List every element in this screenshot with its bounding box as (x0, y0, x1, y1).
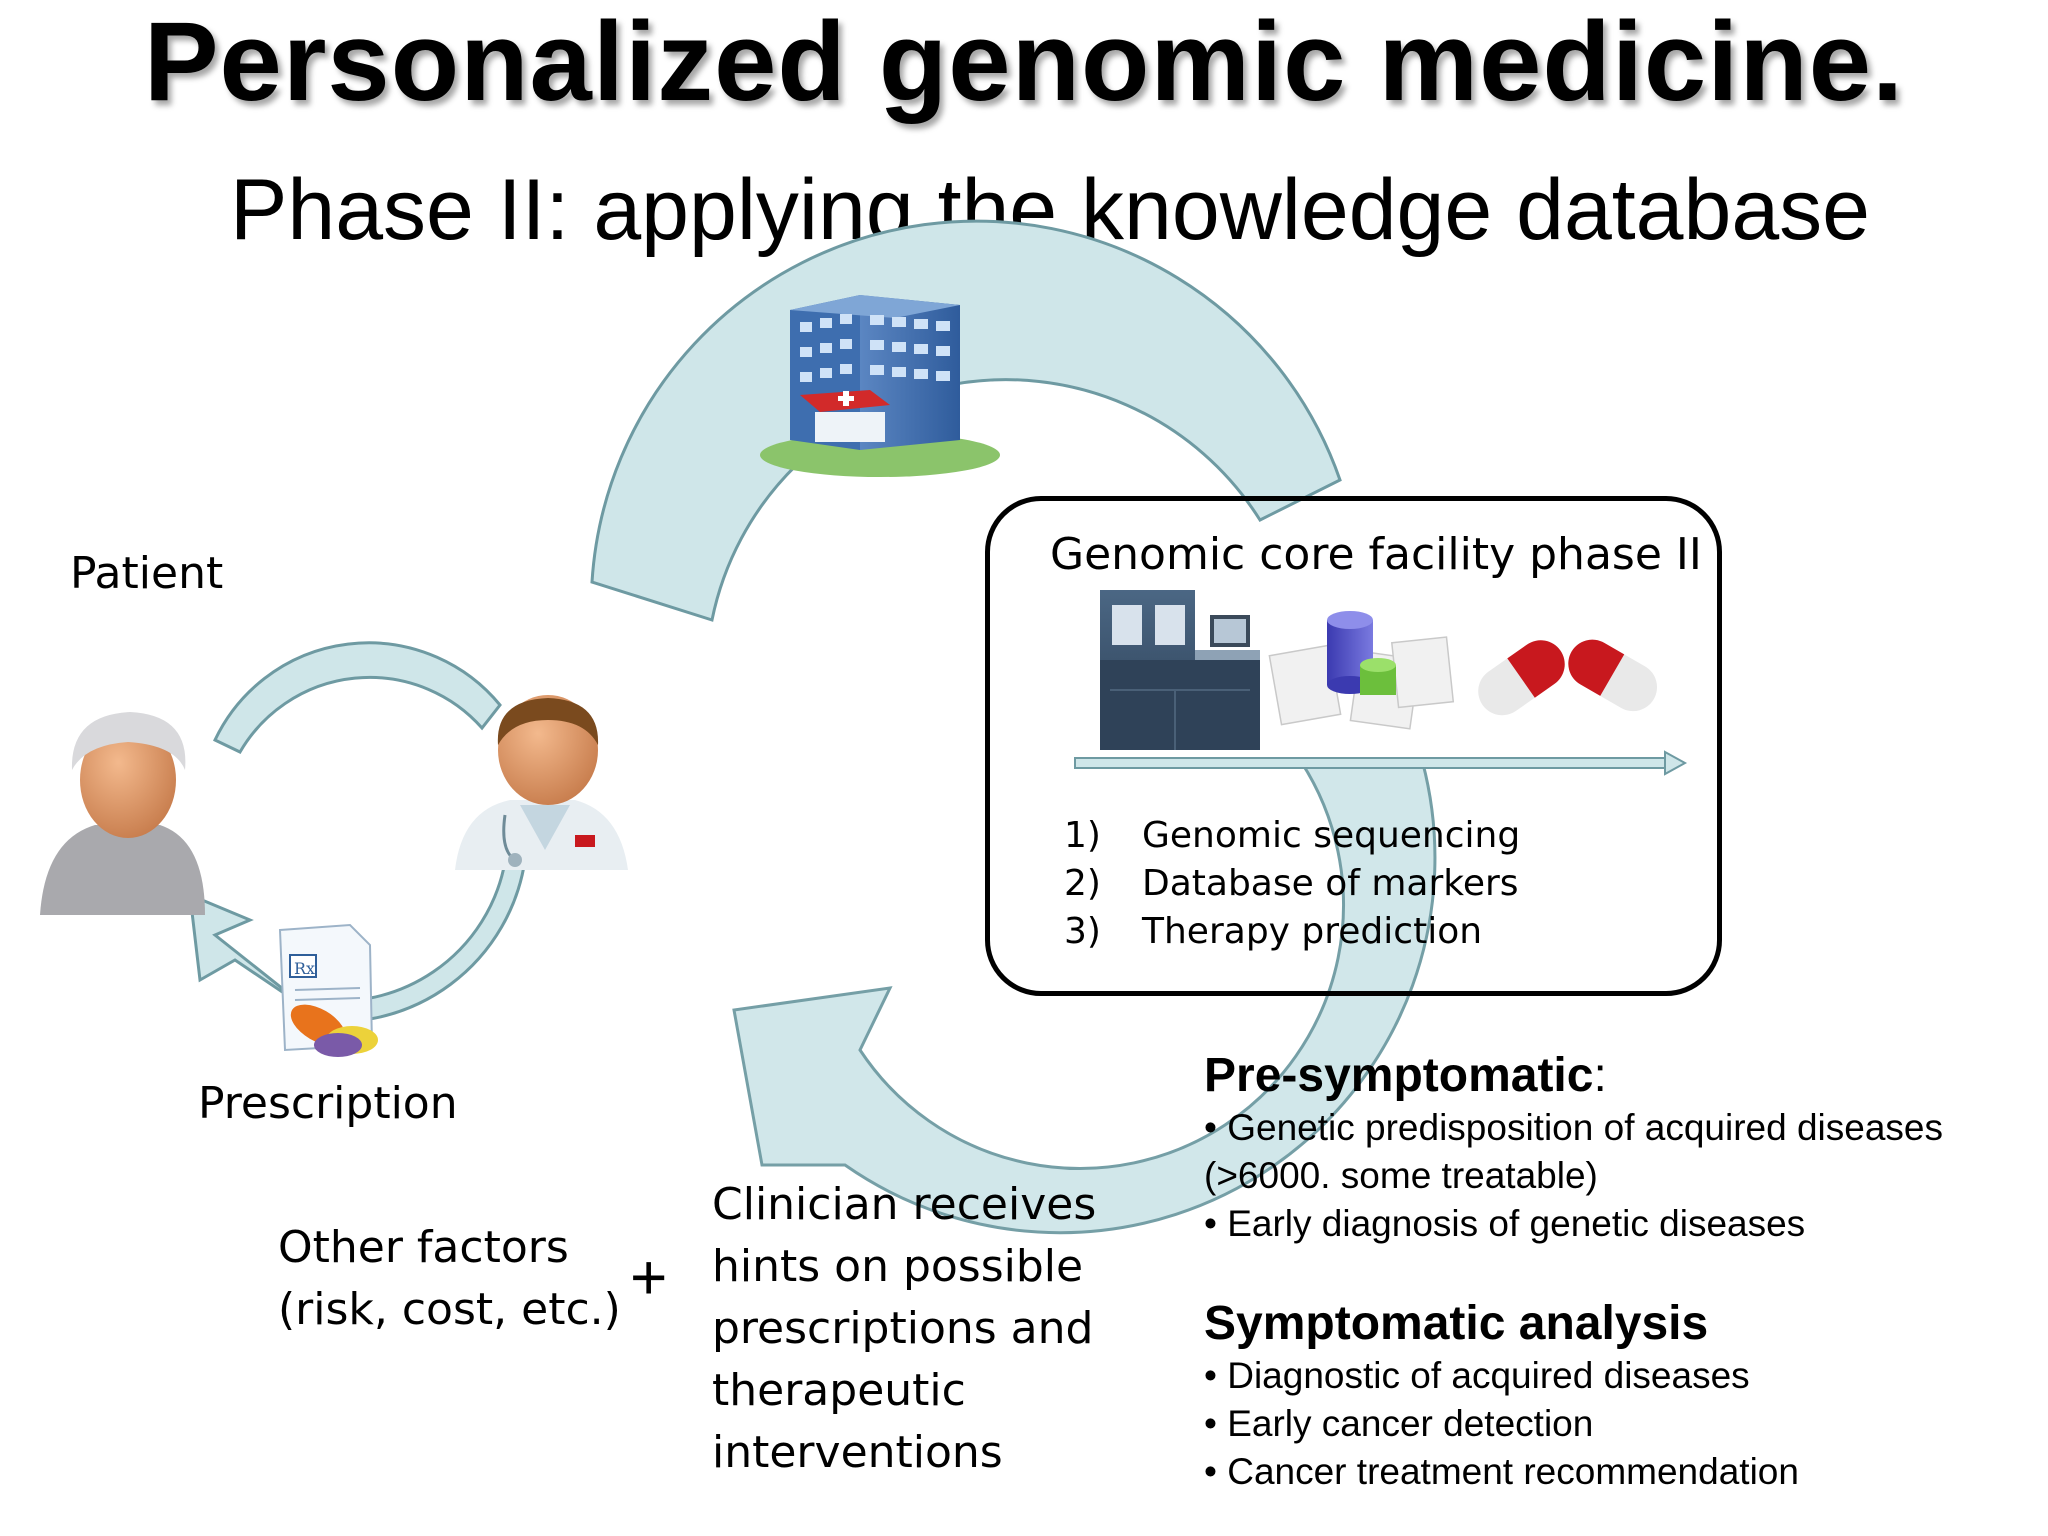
prescription-label: Prescription (198, 1078, 458, 1129)
patient-label: Patient (70, 548, 224, 599)
plus-sign: + (630, 1241, 668, 1313)
clinician-hints-text: Clinician receives hints on possible pre… (712, 1174, 1096, 1484)
other-factors-line: Other factors (278, 1222, 569, 1273)
step-number: 3) (1064, 911, 1101, 952)
other-factors-line: (risk, cost, etc.) (278, 1284, 621, 1335)
facility-title: Genomic core facility phase II (1050, 529, 1702, 580)
clinician-line: interventions (712, 1427, 1003, 1478)
symptomatic-bullet: • Cancer treatment recommendation (1204, 1451, 1799, 1492)
heading-colon: : (1593, 1049, 1607, 1102)
clinician-line: hints on possible (712, 1241, 1084, 1292)
prescription-icon: Rx (278, 923, 378, 1057)
clinician-line: Clinician receives (712, 1179, 1097, 1230)
symptomatic-bullet: • Early cancer detection (1204, 1403, 1594, 1444)
sequencer-machine-icon (1100, 590, 1260, 750)
facility-process-arrow (1074, 750, 1688, 776)
presymptomatic-bullet: • Early diagnosis of genetic diseases (1204, 1203, 1806, 1244)
presymptomatic-bullet: • Genetic predisposition of acquired dis… (1204, 1107, 1943, 1148)
presymptomatic-bullet: (>6000. some treatable) (1204, 1155, 1598, 1196)
small-cycle-arrow-top (213, 641, 502, 754)
database-icon (1268, 611, 1455, 730)
other-factors-label: Other factors (risk, cost, etc.) (278, 1222, 621, 1336)
symptomatic-bullet: • Diagnostic of acquired diseases (1204, 1355, 1750, 1396)
step-text: Therapy prediction (1142, 911, 1483, 952)
symptomatic-section: Symptomatic analysis • Diagnostic of acq… (1204, 1296, 1799, 1496)
main-title: Personalized genomic medicine. (143, 0, 1905, 124)
pills-icon (1478, 639, 1658, 716)
clinician-line: prescriptions and (712, 1303, 1094, 1354)
presymptomatic-section: Pre-symptomatic: • Genetic predispositio… (1204, 1048, 1943, 1248)
step-number: 1) (1064, 815, 1101, 856)
patient-avatar-icon (40, 712, 205, 915)
step-text: Genomic sequencing (1142, 815, 1521, 856)
step-number: 2) (1064, 863, 1101, 904)
symptomatic-heading: Symptomatic analysis (1204, 1297, 1709, 1350)
presymptomatic-heading: Pre-symptomatic (1204, 1049, 1594, 1102)
svg-text:Rx: Rx (294, 959, 315, 978)
big-cycle-arrow-bottom (732, 758, 1437, 1235)
genomic-facility-box (985, 496, 1722, 996)
step-text: Database of markers (1142, 863, 1519, 904)
doctor-avatar-icon (455, 695, 628, 870)
clinician-line: therapeutic (712, 1365, 966, 1416)
hospital-building-icon (760, 295, 1000, 477)
